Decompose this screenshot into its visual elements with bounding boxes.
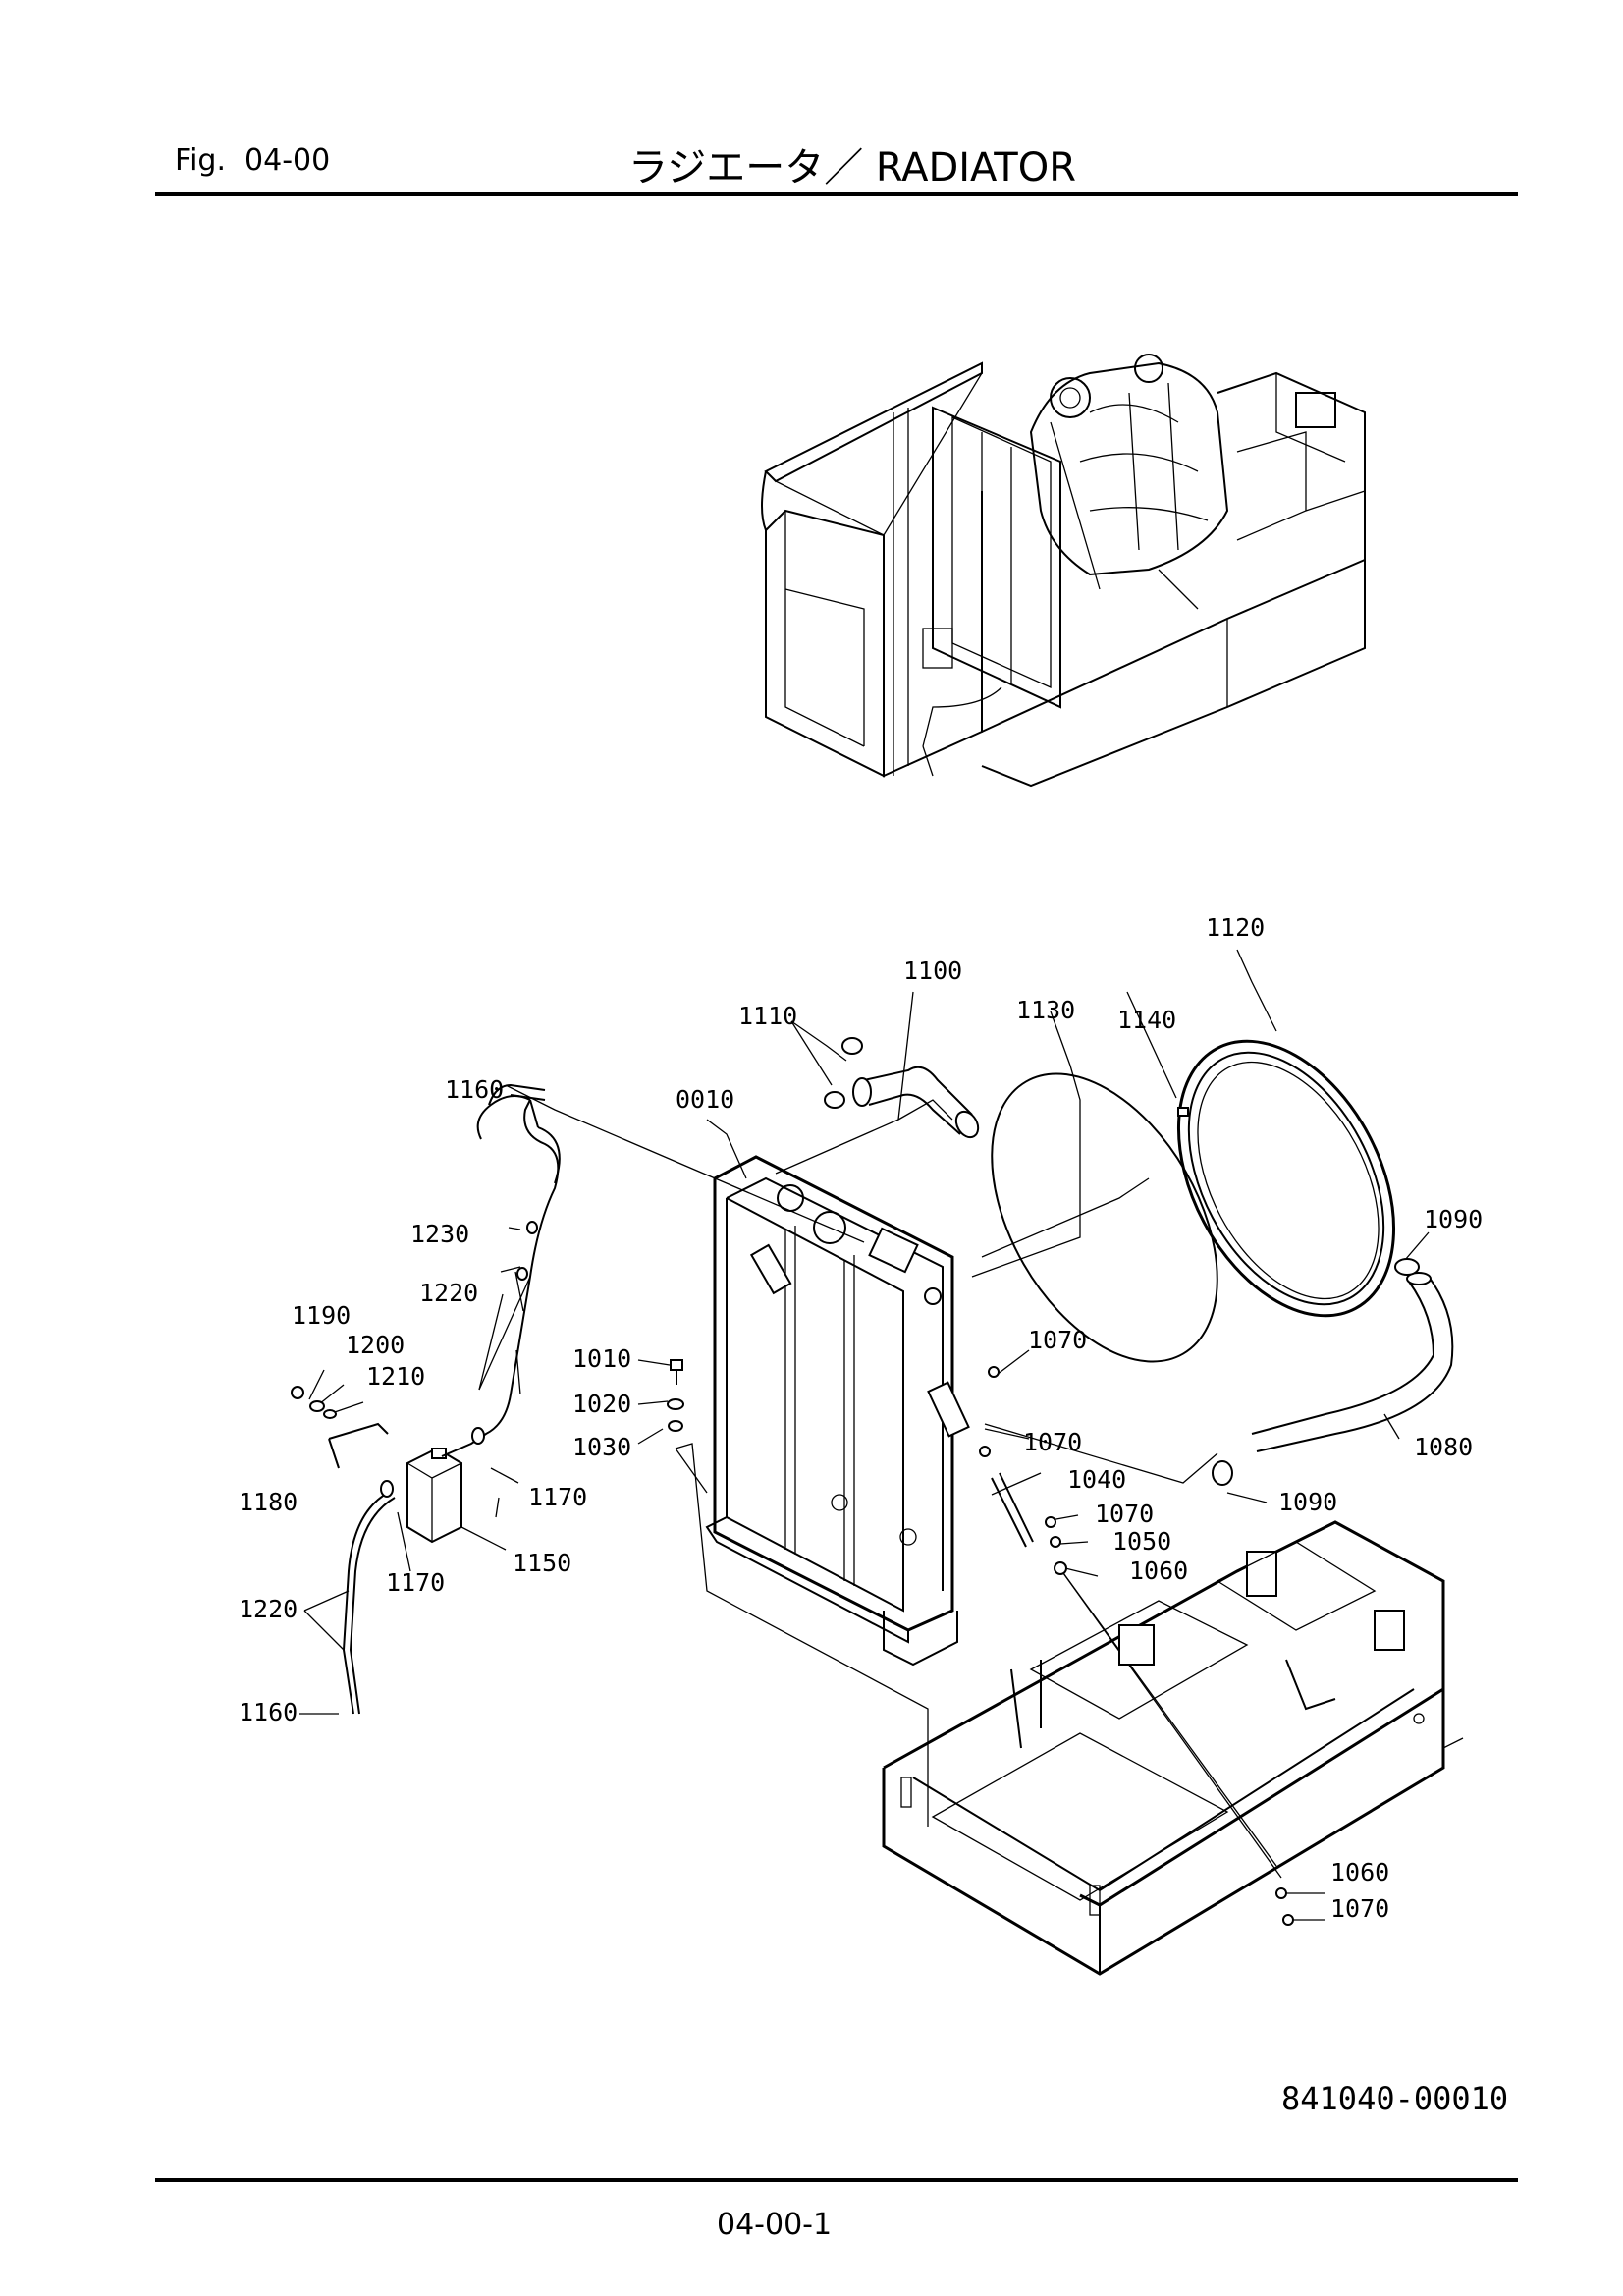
- footer-rule: [155, 2178, 1518, 2182]
- page-title: ラジエータ／ RADIATOR: [628, 145, 1077, 191]
- callout-1080: 1080: [1414, 1433, 1473, 1461]
- callout-1160-upper: 1160: [445, 1075, 504, 1104]
- base-frame-drawing: [882, 1520, 1464, 1976]
- upper-hose-drawing: [824, 1037, 980, 1139]
- callout-1220-upper: 1220: [419, 1279, 478, 1307]
- callout-1150: 1150: [513, 1549, 571, 1577]
- lower-hose-drawing: [1212, 1258, 1454, 1486]
- callout-1230: 1230: [410, 1220, 469, 1248]
- reserve-tank-drawing: [291, 1083, 561, 1715]
- part-callouts: 0010 1010 1020 1030 1040 1050 1060 1060 …: [239, 913, 1483, 1923]
- callout-1170-right: 1170: [528, 1483, 587, 1511]
- callout-1040: 1040: [1067, 1465, 1126, 1494]
- callout-0010: 0010: [676, 1085, 734, 1114]
- callout-1060-upper: 1060: [1129, 1557, 1188, 1585]
- callout-1070-lower: 1070: [1330, 1894, 1389, 1923]
- fan-ring-drawing: [1176, 1039, 1396, 1318]
- callout-1110: 1110: [738, 1002, 797, 1030]
- bolt-set-drawing: [667, 1359, 684, 1432]
- callout-1190: 1190: [292, 1301, 351, 1330]
- callout-1020: 1020: [572, 1390, 631, 1418]
- leader-lines: [299, 949, 1430, 1921]
- callout-1090-upper: 1090: [1424, 1205, 1483, 1233]
- callout-1130: 1130: [1016, 996, 1075, 1024]
- callout-1060-lower: 1060: [1330, 1858, 1389, 1886]
- callout-1030: 1030: [572, 1433, 631, 1461]
- seal-ring-drawing: [991, 1072, 1218, 1363]
- callout-1140: 1140: [1117, 1006, 1176, 1034]
- callout-1160-lower: 1160: [239, 1698, 298, 1726]
- callout-1210: 1210: [366, 1362, 425, 1391]
- machine-overview-drawing: [761, 354, 1366, 788]
- callout-1010: 1010: [572, 1344, 631, 1373]
- callout-1070-rod: 1070: [1095, 1500, 1154, 1528]
- callout-1220-lower: 1220: [239, 1595, 298, 1623]
- callout-1090-lower: 1090: [1278, 1488, 1337, 1516]
- radiator-core-drawing: [705, 1155, 958, 1667]
- callout-1050: 1050: [1112, 1527, 1171, 1556]
- page-number: 04-00-1: [717, 2208, 833, 2242]
- callout-1180: 1180: [239, 1488, 298, 1516]
- callout-1070-upper: 1070: [1028, 1326, 1087, 1354]
- stay-rod-drawing: [927, 1366, 1294, 1926]
- figure-number: Fig. 04-00: [175, 143, 331, 178]
- callout-1170-left: 1170: [386, 1568, 445, 1597]
- header-rule: [155, 192, 1518, 196]
- callout-1070-mid: 1070: [1023, 1428, 1082, 1456]
- callout-1100: 1100: [903, 957, 962, 985]
- callout-1120: 1120: [1206, 913, 1265, 942]
- drawing-number: 841040-00010: [1281, 2080, 1509, 2117]
- callout-1200: 1200: [346, 1331, 405, 1359]
